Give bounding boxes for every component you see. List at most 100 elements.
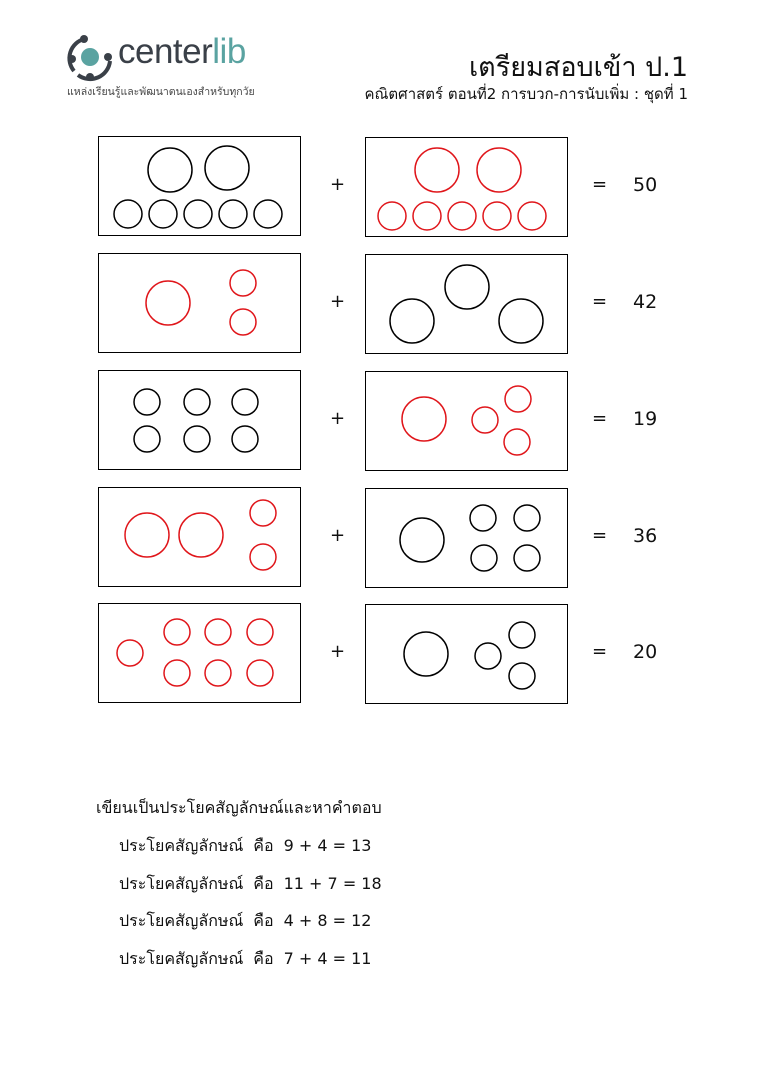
instructions: เขียนเป็นประโยคสัญลักษณ์และหาคำตอบ — [96, 798, 382, 817]
sentence-label: ประโยคสัญลักษณ์ — [119, 949, 244, 968]
black-circle-icon — [403, 631, 449, 677]
sentence-is: คือ — [253, 911, 274, 930]
answer-value: 20 — [633, 641, 658, 663]
black-circle-icon — [204, 145, 250, 191]
sentence-is: คือ — [253, 949, 274, 968]
red-circle-icon — [471, 406, 499, 434]
red-circle-icon — [229, 269, 257, 297]
right-group-box — [365, 254, 568, 354]
black-circle-icon — [183, 425, 211, 453]
red-circle-icon — [447, 201, 477, 231]
red-circle-icon — [204, 618, 232, 646]
red-circle-icon — [414, 147, 460, 193]
plus-sign: + — [330, 174, 346, 195]
red-circle-icon — [482, 201, 512, 231]
red-circle-icon — [178, 512, 224, 558]
black-circle-icon — [113, 199, 143, 229]
black-circle-icon — [253, 199, 283, 229]
sentence-label: ประโยคสัญลักษณ์ — [119, 911, 244, 930]
equals-sign: = — [592, 525, 608, 546]
black-circle-icon — [513, 544, 541, 572]
red-circle-icon — [377, 201, 407, 231]
equals-sign: = — [592, 641, 608, 662]
centerlib-logo-icon — [67, 35, 112, 82]
red-circle-icon — [504, 385, 532, 413]
page-subtitle: คณิตศาสตร์ ตอนที่2 การบวก-การนับเพิ่ม : … — [364, 85, 688, 103]
black-circle-icon — [231, 425, 259, 453]
red-circle-icon — [246, 618, 274, 646]
red-circle-icon — [204, 659, 232, 687]
red-circle-icon — [163, 659, 191, 687]
plus-sign: + — [330, 408, 346, 429]
symbol-sentence: ประโยคสัญลักษณ์ คือ 4 + 8 = 12 — [119, 909, 381, 934]
black-circle-icon — [183, 199, 213, 229]
black-circle-icon — [148, 199, 178, 229]
symbol-sentence: ประโยคสัญลักษณ์ คือ 11 + 7 = 18 — [119, 872, 392, 897]
logo-text-center: center — [118, 32, 213, 71]
plus-sign: + — [330, 641, 346, 662]
red-circle-icon — [476, 147, 522, 193]
page-title: เตรียมสอบเข้า ป.1 — [468, 52, 688, 83]
black-circle-icon — [218, 199, 248, 229]
left-group-box — [98, 136, 301, 236]
red-circle-icon — [124, 512, 170, 558]
symbol-sentence: ประโยคสัญลักษณ์ คือ 9 + 4 = 13 — [119, 834, 381, 859]
black-circle-icon — [444, 264, 490, 310]
black-circle-icon — [498, 298, 544, 344]
black-circle-icon — [389, 298, 435, 344]
equals-sign: = — [592, 291, 608, 312]
sentence-is: คือ — [253, 874, 274, 893]
black-circle-icon — [133, 425, 161, 453]
black-circle-icon — [470, 544, 498, 572]
left-group-box — [98, 603, 301, 703]
red-circle-icon — [246, 659, 274, 687]
logo-tagline: แหล่งเรียนรู้และพัฒนาตนเองสำหรับทุกวัย — [67, 86, 255, 98]
plus-sign: + — [330, 291, 346, 312]
sentence-equation: 9 + 4 = 13 — [283, 836, 372, 855]
equals-sign: = — [592, 174, 608, 195]
right-group-box — [365, 137, 568, 237]
black-circle-icon — [474, 642, 502, 670]
red-circle-icon — [503, 428, 531, 456]
black-circle-icon — [508, 621, 536, 649]
logo-text-lib: lib — [212, 32, 246, 71]
right-group-box — [365, 488, 568, 588]
symbol-sentence: ประโยคสัญลักษณ์ คือ 7 + 4 = 11 — [119, 947, 381, 972]
red-circle-icon — [401, 396, 447, 442]
right-group-box — [365, 371, 568, 471]
black-circle-icon — [508, 662, 536, 690]
black-circle-icon — [147, 147, 193, 193]
red-circle-icon — [145, 280, 191, 326]
red-circle-icon — [517, 201, 547, 231]
sentence-label: ประโยคสัญลักษณ์ — [119, 836, 244, 855]
black-circle-icon — [469, 504, 497, 532]
equals-sign: = — [592, 408, 608, 429]
logo-wordmark: centerlib — [118, 32, 246, 72]
answer-value: 36 — [633, 525, 658, 547]
left-group-box — [98, 253, 301, 353]
black-circle-icon — [133, 388, 161, 416]
black-circle-icon — [231, 388, 259, 416]
left-group-box — [98, 370, 301, 470]
sentence-label: ประโยคสัญลักษณ์ — [119, 874, 244, 893]
black-circle-icon — [183, 388, 211, 416]
sentence-equation: 4 + 8 = 12 — [283, 911, 372, 930]
black-circle-icon — [513, 504, 541, 532]
red-circle-icon — [163, 618, 191, 646]
left-group-box — [98, 487, 301, 587]
black-circle-icon — [399, 517, 445, 563]
red-circle-icon — [249, 543, 277, 571]
sentence-equation: 7 + 4 = 11 — [283, 949, 372, 968]
sentence-equation: 11 + 7 = 18 — [283, 874, 382, 893]
red-circle-icon — [116, 639, 144, 667]
answer-value: 19 — [633, 408, 658, 430]
right-group-box — [365, 604, 568, 704]
red-circle-icon — [229, 308, 257, 336]
answer-value: 42 — [633, 291, 658, 313]
red-circle-icon — [249, 499, 277, 527]
plus-sign: + — [330, 525, 346, 546]
sentence-is: คือ — [253, 836, 274, 855]
answer-value: 50 — [633, 174, 658, 196]
